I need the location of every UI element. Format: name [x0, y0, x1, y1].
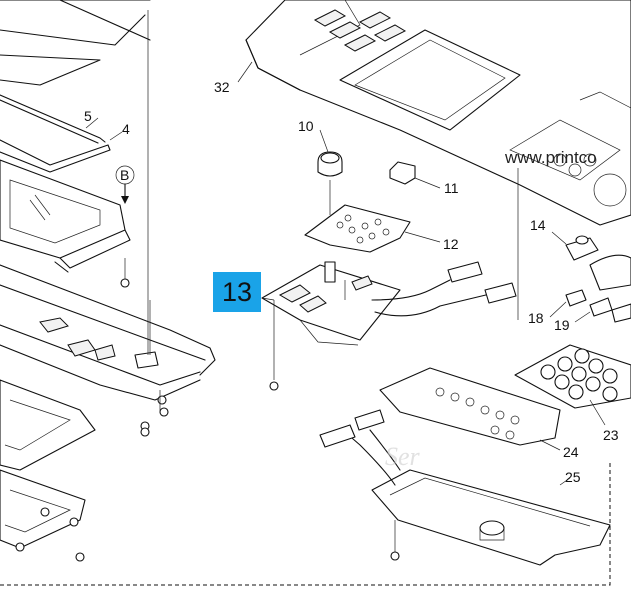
watermark-text: www.printco: [504, 148, 597, 167]
callout-32: 32: [214, 79, 230, 95]
callout-4: 4: [122, 121, 130, 137]
callout-12: 12: [443, 236, 459, 252]
glass-panel-assembly: [0, 0, 151, 288]
switches-18-19: [549, 289, 631, 323]
callout-25: 25: [565, 469, 581, 485]
callout-14: 14: [530, 217, 546, 233]
operation-panel-cover: [245, 0, 631, 226]
faint-watermark: Ser: [385, 442, 421, 471]
callout-23: 23: [603, 427, 619, 443]
switch-11: [389, 161, 441, 189]
keypad-23: [514, 344, 631, 426]
callout-b: B: [120, 167, 129, 183]
highlight-label-13: 13: [221, 277, 253, 307]
highlight-box: [213, 272, 261, 312]
callout-11: 11: [444, 180, 459, 196]
callout-5: 5: [84, 108, 92, 124]
reference-arrow-head: [121, 196, 129, 204]
callout-24: 24: [563, 444, 579, 460]
callout-10: 10: [298, 118, 314, 134]
callout-18: 18: [528, 310, 544, 326]
leader-lines: [85, 61, 329, 153]
rubber-sheet-12: [304, 204, 441, 253]
knob-14: [517, 168, 631, 320]
key-top-10: [317, 151, 343, 215]
rubber-sheet-24: [379, 367, 561, 451]
callout-labels: 32 10 11 12 14 18 19 23 24 25 5 4 B: [84, 79, 619, 485]
left-chassis: [0, 10, 216, 562]
pcb-25: [319, 409, 611, 566]
pcb-13: [261, 261, 517, 391]
callout-19: 19: [554, 317, 570, 333]
